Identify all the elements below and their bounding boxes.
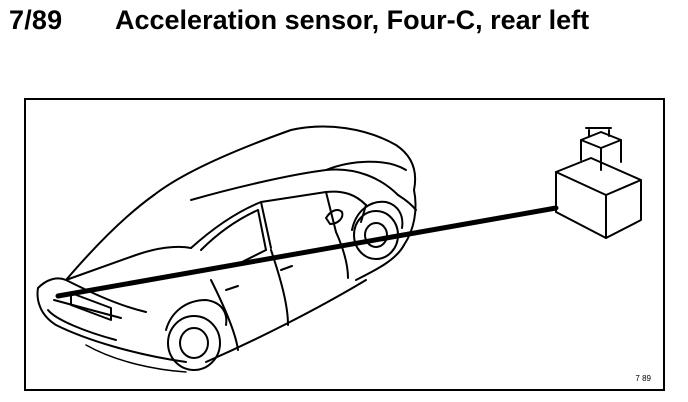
car-body — [36, 125, 417, 373]
section-number: 7/89 — [9, 5, 63, 35]
car-sensor-illustration — [36, 125, 642, 373]
illustration-frame: 7 89 — [24, 98, 665, 391]
section-title: Acceleration sensor, Four-C, rear left — [115, 5, 590, 35]
document-heading: 7/89 Acceleration sensor, Four-C, rear l… — [0, 0, 688, 90]
sensor-unit-icon — [555, 127, 642, 239]
figure-code: 7 89 — [635, 374, 651, 383]
location-indicator-line — [55, 205, 559, 299]
